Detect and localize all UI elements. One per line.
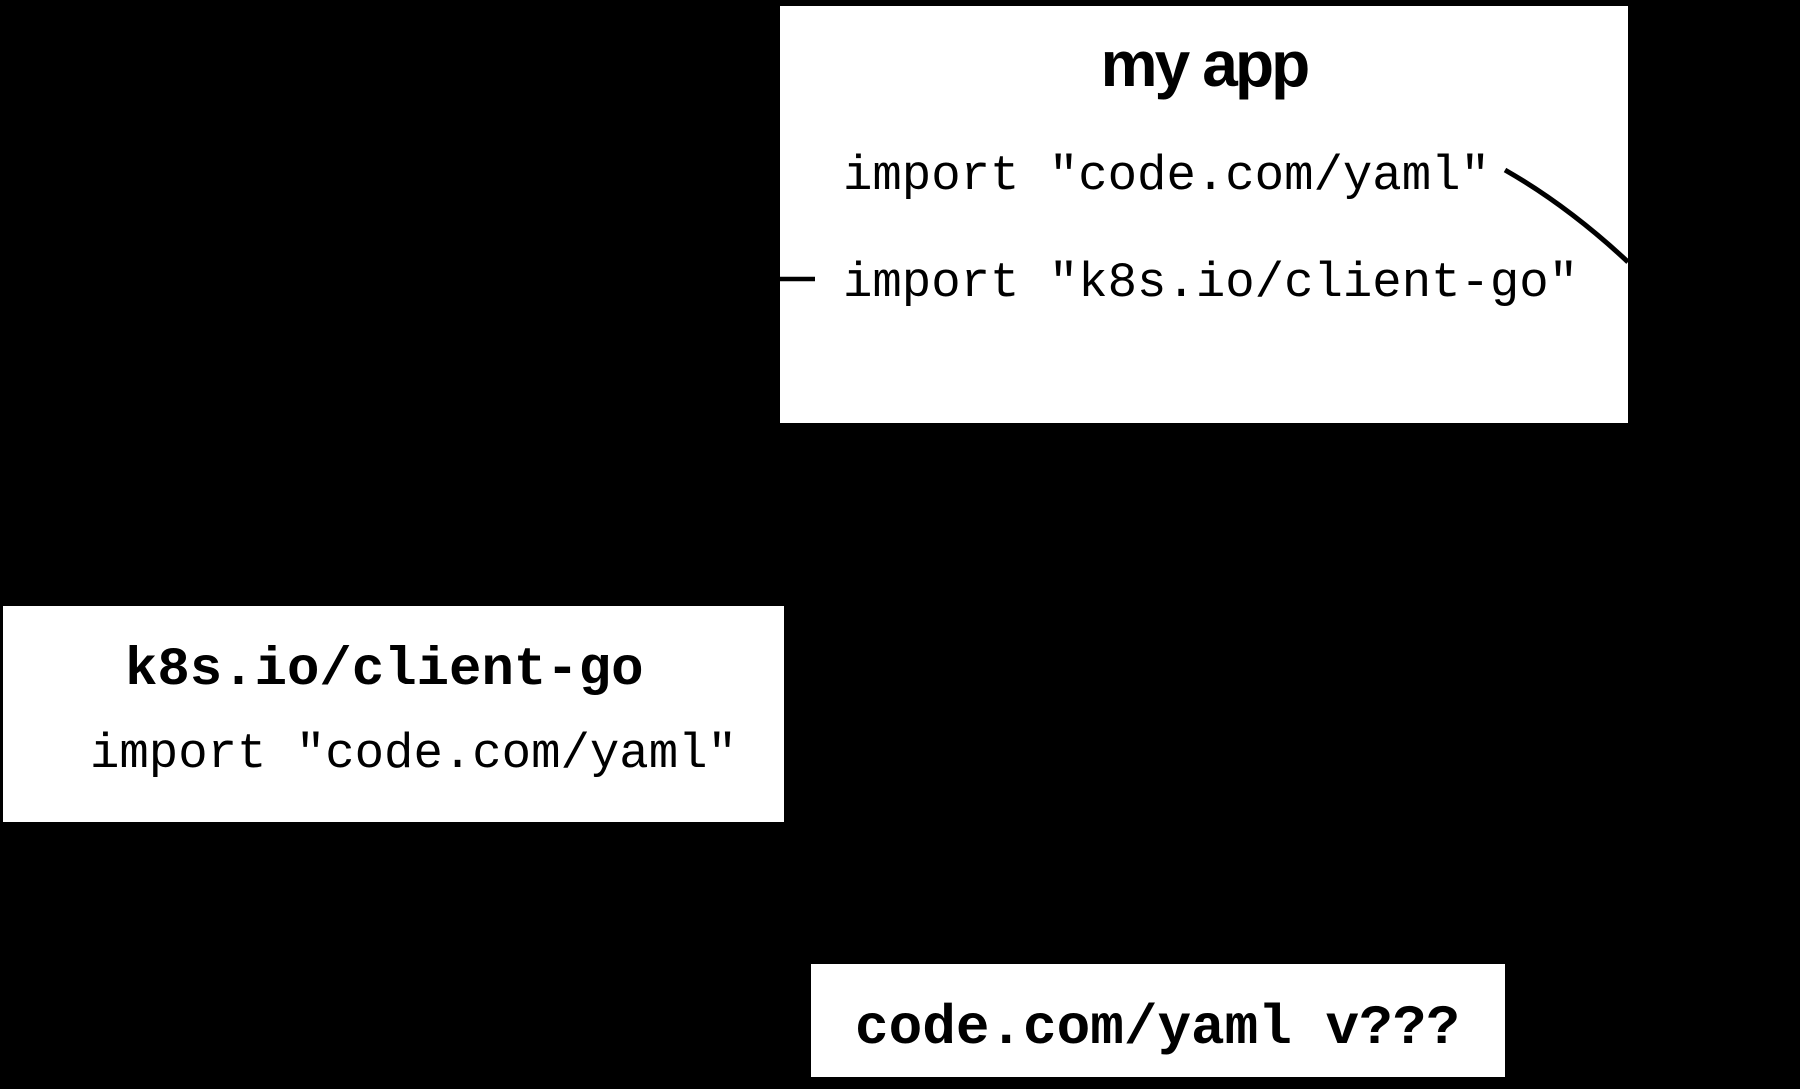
node-my-app: my app import "code.com/yaml" import "k8… [780, 6, 1628, 423]
node-client-go-title: k8s.io/client-go [125, 640, 644, 701]
node-code-com-yaml-title: code.com/yaml v??? [855, 996, 1460, 1060]
my-app-import-code-com-yaml: import "code.com/yaml" [843, 148, 1490, 204]
node-code-com-yaml: code.com/yaml v??? [811, 964, 1505, 1077]
client-go-import-code-com-yaml: import "code.com/yaml" [90, 726, 737, 782]
my-app-import-k8s-io-client-go: import "k8s.io/client-go" [843, 255, 1579, 311]
node-client-go: k8s.io/client-go import "code.com/yaml" [3, 606, 784, 822]
node-my-app-title: my app [1100, 28, 1311, 100]
